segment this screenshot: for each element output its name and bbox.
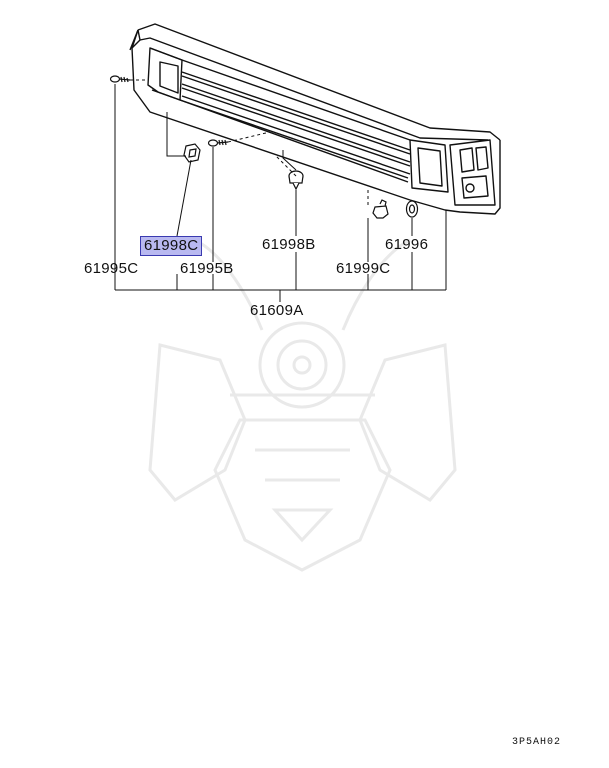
part-label-61999c[interactable]: 61999C: [336, 260, 391, 277]
part-label-61609a[interactable]: 61609A: [250, 302, 304, 319]
screw-61995b[interactable]: [207, 139, 229, 147]
screw-61995c[interactable]: [109, 75, 131, 83]
part-label-61998b[interactable]: 61998B: [262, 236, 316, 253]
part-label-61995b[interactable]: 61995B: [180, 260, 234, 277]
clip-61999c[interactable]: [372, 199, 389, 219]
part-label-61995c[interactable]: 61995C: [84, 260, 139, 277]
callout-lines: [114, 79, 447, 302]
nut-61998b[interactable]: [288, 170, 304, 191]
part-label-61996[interactable]: 61996: [385, 236, 429, 253]
grommet-61996[interactable]: [405, 200, 419, 218]
watermark-logo: [148, 238, 457, 572]
grille-assembly[interactable]: [129, 23, 501, 215]
part-label-61998c[interactable]: 61998C: [140, 236, 203, 256]
diagram-reference-code: 3P5AH02: [511, 737, 561, 748]
clip-61998c[interactable]: [183, 143, 201, 163]
